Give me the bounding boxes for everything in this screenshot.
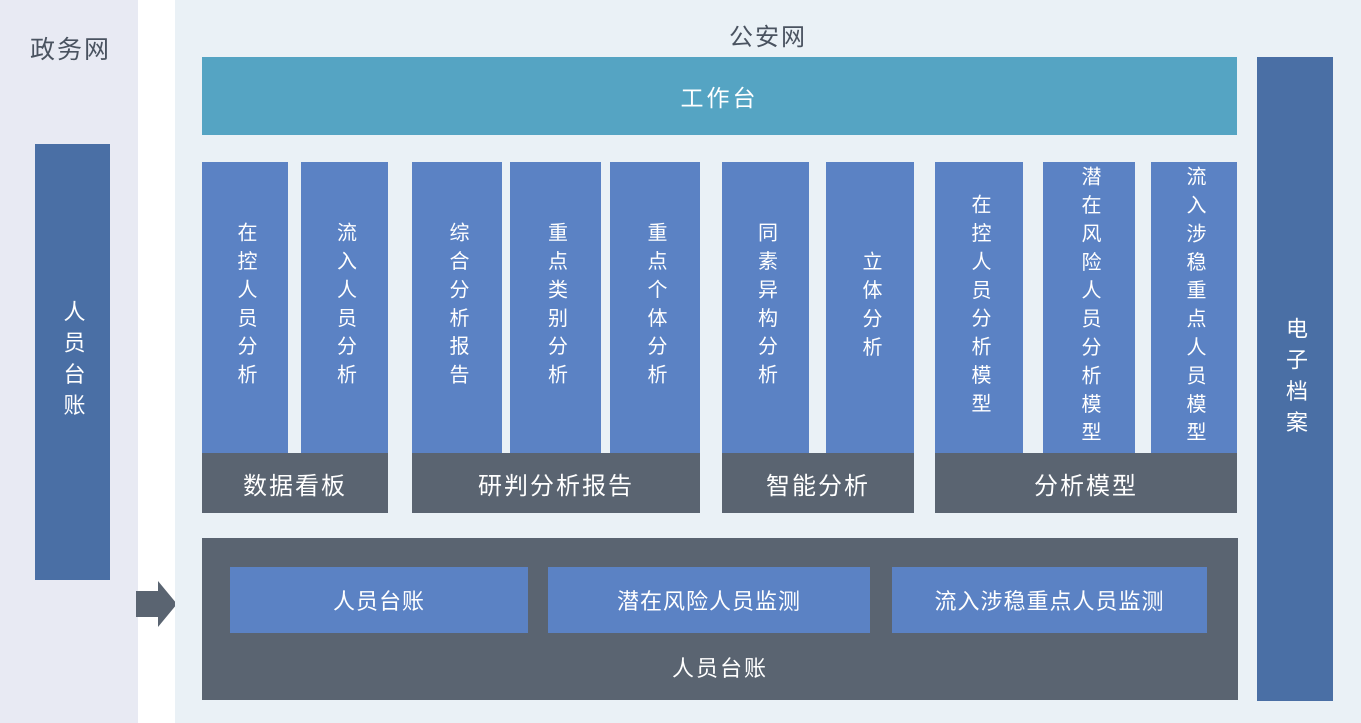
module-label: 重点个体分析 xyxy=(644,222,666,393)
module-box: 在控人员分析 xyxy=(202,162,288,453)
module-label: 立体分析 xyxy=(859,250,881,365)
module-label: 在控人员分析 xyxy=(234,222,256,393)
workbench-bar-label: 工作台 xyxy=(680,85,759,111)
module-label: 潜在风险人员分析模型 xyxy=(1078,165,1100,450)
government-network-title: 政务网 xyxy=(30,36,112,64)
public-security-network-title: 公安网 xyxy=(729,24,807,51)
personnel-ledger-bar: 人员台账 xyxy=(35,144,110,580)
module-label: 重点类别分析 xyxy=(544,222,567,393)
module-box: 潜在风险人员监测 xyxy=(548,567,870,633)
module-box: 同素异构分析 xyxy=(722,162,809,453)
module-label: 在控人员分析模型 xyxy=(968,193,990,422)
module-box: 流入涉稳重点人员监测 xyxy=(892,567,1207,633)
module-box: 重点类别分析 xyxy=(510,162,601,453)
module-label: 潜在风险人员监测 xyxy=(616,589,801,614)
module-label: 同素异构分析 xyxy=(754,222,777,393)
group-label: 研判分析报告 xyxy=(478,472,634,500)
module-label: 流入人员分析 xyxy=(333,222,356,393)
electronic-archive-bar: 电子档案 xyxy=(1257,57,1333,701)
group-label-box: 研判分析报告 xyxy=(412,453,700,513)
module-label: 综合分析报告 xyxy=(446,222,468,393)
group-label-box: 数据看板 xyxy=(202,453,388,513)
personnel-ledger-box-label: 人员台账 xyxy=(671,656,768,681)
group-label: 分析模型 xyxy=(1034,472,1138,500)
module-box: 人员台账 xyxy=(230,567,528,633)
workbench-bar: 工作台 xyxy=(202,57,1237,135)
group-label-box: 分析模型 xyxy=(935,453,1237,513)
group-label-box: 智能分析 xyxy=(722,453,914,513)
module-box: 在控人员分析模型 xyxy=(935,162,1023,453)
personnel-ledger-bar-label: 人员台账 xyxy=(60,299,86,425)
module-label: 人员台账 xyxy=(332,589,425,614)
module-box: 流入人员分析 xyxy=(301,162,388,453)
right-arrow-icon xyxy=(136,581,177,627)
group-label: 智能分析 xyxy=(766,472,870,500)
group-label: 数据看板 xyxy=(243,472,347,500)
electronic-archive-bar-label: 电子档案 xyxy=(1283,316,1308,442)
module-box: 流入涉稳重点人员模型 xyxy=(1151,162,1237,453)
module-box: 立体分析 xyxy=(826,162,914,453)
module-label: 流入涉稳重点人员模型 xyxy=(1183,165,1205,450)
module-box: 潜在风险人员分析模型 xyxy=(1043,162,1135,453)
module-label: 流入涉稳重点人员监测 xyxy=(934,589,1165,614)
module-box: 重点个体分析 xyxy=(610,162,700,453)
module-box: 综合分析报告 xyxy=(412,162,502,453)
